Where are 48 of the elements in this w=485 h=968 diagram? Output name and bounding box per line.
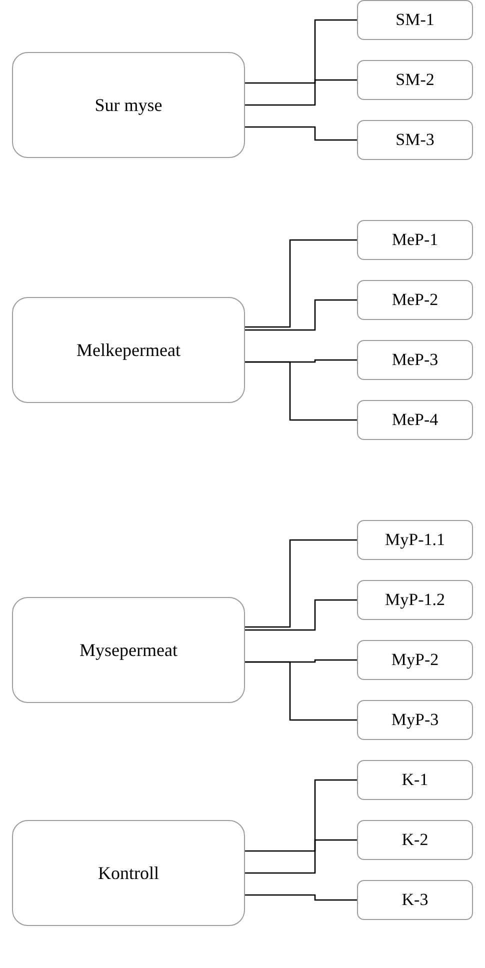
box-label: Sur myse: [94, 94, 162, 116]
box-label: MeP-1: [392, 230, 438, 250]
connector-line: [245, 599, 357, 631]
box-label: Kontroll: [98, 862, 159, 884]
box-label: MyP-1.2: [385, 590, 445, 610]
sample-box: [357, 120, 473, 160]
group-box: [12, 820, 245, 926]
group-box: [12, 297, 245, 403]
box-label: SM-1: [396, 10, 434, 30]
connector-line: [245, 299, 357, 331]
connector-line: [245, 661, 357, 721]
sample-box: [357, 760, 473, 800]
box-label: MeP-3: [392, 350, 438, 370]
box-label: MyP-3: [391, 710, 439, 730]
connector-line: [245, 19, 357, 84]
box-label: Melkepermeat: [76, 340, 180, 360]
box-label: MyP-2: [391, 650, 439, 670]
sample-box: [357, 220, 473, 260]
sample-box: [357, 820, 473, 860]
sample-box: [357, 0, 473, 40]
box-label: MeP-4: [392, 410, 438, 430]
connector-line: [245, 79, 357, 106]
box-label: MeP-2: [392, 290, 438, 310]
sample-box: [357, 280, 473, 320]
box-label: Mysepermeat: [80, 640, 178, 660]
box-label: K-2: [402, 830, 428, 850]
connector-line: [245, 839, 357, 874]
sample-box: [357, 60, 473, 100]
sample-box: [357, 580, 473, 620]
sample-box: [357, 400, 473, 440]
connector-line: [245, 779, 357, 852]
sample-box: [357, 640, 473, 680]
connector-line: [245, 361, 357, 421]
connector-line: [245, 239, 357, 328]
group-box: [12, 52, 245, 158]
sample-box: [357, 700, 473, 740]
connector-line: [245, 539, 357, 628]
box-label: MyP-1.1: [385, 530, 445, 550]
box-label: K-1: [402, 770, 428, 790]
sample-box: [357, 880, 473, 920]
connector-line: [245, 894, 357, 901]
sample-box: [357, 520, 473, 560]
box-label: K-3: [402, 890, 428, 910]
box-label: SM-2: [396, 70, 434, 90]
box-label: SM-3: [396, 130, 434, 150]
sample-box: [357, 340, 473, 380]
connector-line: [245, 126, 357, 141]
group-box: [12, 597, 245, 703]
